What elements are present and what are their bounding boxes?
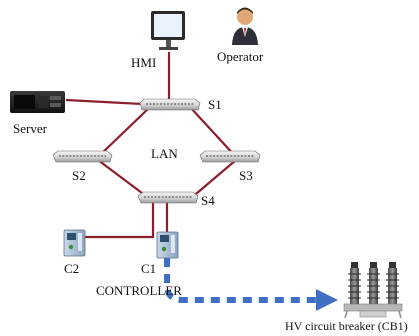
- switch-s4-icon: [137, 191, 199, 204]
- controller-c1-label: C1: [141, 261, 156, 276]
- switch-s3-label: S3: [239, 168, 253, 183]
- link-s1-s3: [189, 106, 237, 158]
- link-s4-c2: [85, 203, 155, 239]
- switch-s1-icon: [139, 98, 201, 111]
- controller-c1-icon: [156, 231, 179, 259]
- circuit-breaker-icon: [343, 262, 403, 319]
- server-label: Server: [13, 121, 48, 136]
- hmi-monitor-icon: [151, 11, 185, 50]
- control-flow-arrow: [164, 258, 338, 311]
- link-server-s1: [65, 98, 143, 106]
- link-s3-s4: [189, 159, 237, 200]
- server-icon: [10, 91, 65, 113]
- switch-s4-label: S4: [201, 193, 215, 208]
- switch-s1-label: S1: [208, 97, 222, 112]
- controller-c2-label: C2: [64, 261, 79, 276]
- controller-label: CONTROLLER: [96, 283, 182, 298]
- operator-label: Operator: [217, 49, 264, 64]
- lan-label: LAN: [151, 146, 178, 161]
- hmi-label: HMI: [131, 55, 156, 70]
- network-links: [65, 52, 237, 239]
- switch-s2-icon: [52, 150, 113, 163]
- switch-s3-icon: [199, 150, 261, 163]
- operator-person-icon: [232, 7, 258, 45]
- switch-s2-label: S2: [72, 168, 86, 183]
- link-s2-s4: [97, 159, 151, 200]
- circuit-breaker-label: HV circuit breaker (CB1): [285, 319, 408, 333]
- link-s1-s2: [97, 106, 151, 158]
- controller-c2-icon: [63, 229, 86, 257]
